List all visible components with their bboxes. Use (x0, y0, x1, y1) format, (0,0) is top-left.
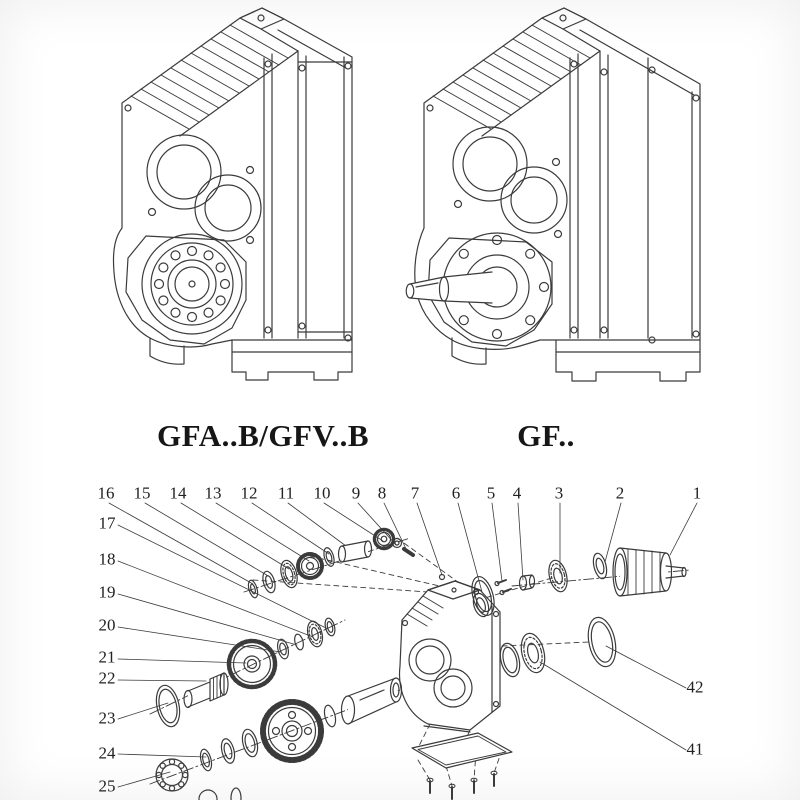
cover-rings (499, 616, 617, 678)
exploded-view (108, 502, 698, 800)
exploded-housing (398, 580, 501, 733)
part-number-13: 13 (204, 483, 222, 503)
part-number-41: 41 (686, 739, 704, 759)
part-number-20: 20 (98, 615, 116, 635)
gearbox-isometric-right (405, 7, 701, 382)
part-number-25: 25 (98, 776, 116, 796)
motor-unit (612, 547, 687, 597)
part-number-18: 18 (98, 549, 116, 569)
part-number-11: 11 (277, 483, 295, 503)
part-number-10: 10 (313, 483, 331, 503)
output-shaft (405, 271, 493, 304)
input-shaft-parts (247, 527, 446, 599)
intermediate-shaft-parts (155, 617, 336, 728)
part-number-24: 24 (98, 743, 116, 763)
cooling-fins-left (130, 24, 289, 130)
part-number-1: 1 (692, 483, 702, 503)
part-number-42: 42 (686, 677, 704, 697)
part-number-14: 14 (169, 483, 187, 503)
part-number-23: 23 (98, 708, 116, 728)
part-number-22: 22 (98, 668, 116, 688)
cooling-fins-right (432, 24, 591, 130)
model-label-right: GF.. (517, 418, 575, 453)
part-number-2: 2 (615, 483, 625, 503)
model-label-left: GFA..B/GFV..B (156, 418, 370, 453)
output-bearing-left (141, 233, 243, 335)
part-number-21: 21 (98, 647, 116, 667)
part-number-9: 9 (351, 483, 361, 503)
part-number-15: 15 (133, 483, 151, 503)
bottom-cover-parts (198, 732, 513, 800)
part-number-19: 19 (98, 582, 116, 602)
part-number-7: 7 (410, 483, 420, 503)
leader-lines (108, 502, 698, 788)
part-number-4: 4 (512, 483, 522, 503)
part-number-16: 16 (97, 483, 115, 503)
part-number-6: 6 (451, 483, 461, 503)
gearbox-isometric-left (112, 7, 353, 381)
output-shaft-parts (155, 677, 403, 792)
part-number-3: 3 (554, 483, 564, 503)
input-end-parts (471, 552, 608, 617)
part-number-8: 8 (377, 483, 387, 503)
part-number-17: 17 (98, 513, 116, 533)
part-number-12: 12 (240, 483, 258, 503)
part-number-5: 5 (486, 483, 496, 503)
